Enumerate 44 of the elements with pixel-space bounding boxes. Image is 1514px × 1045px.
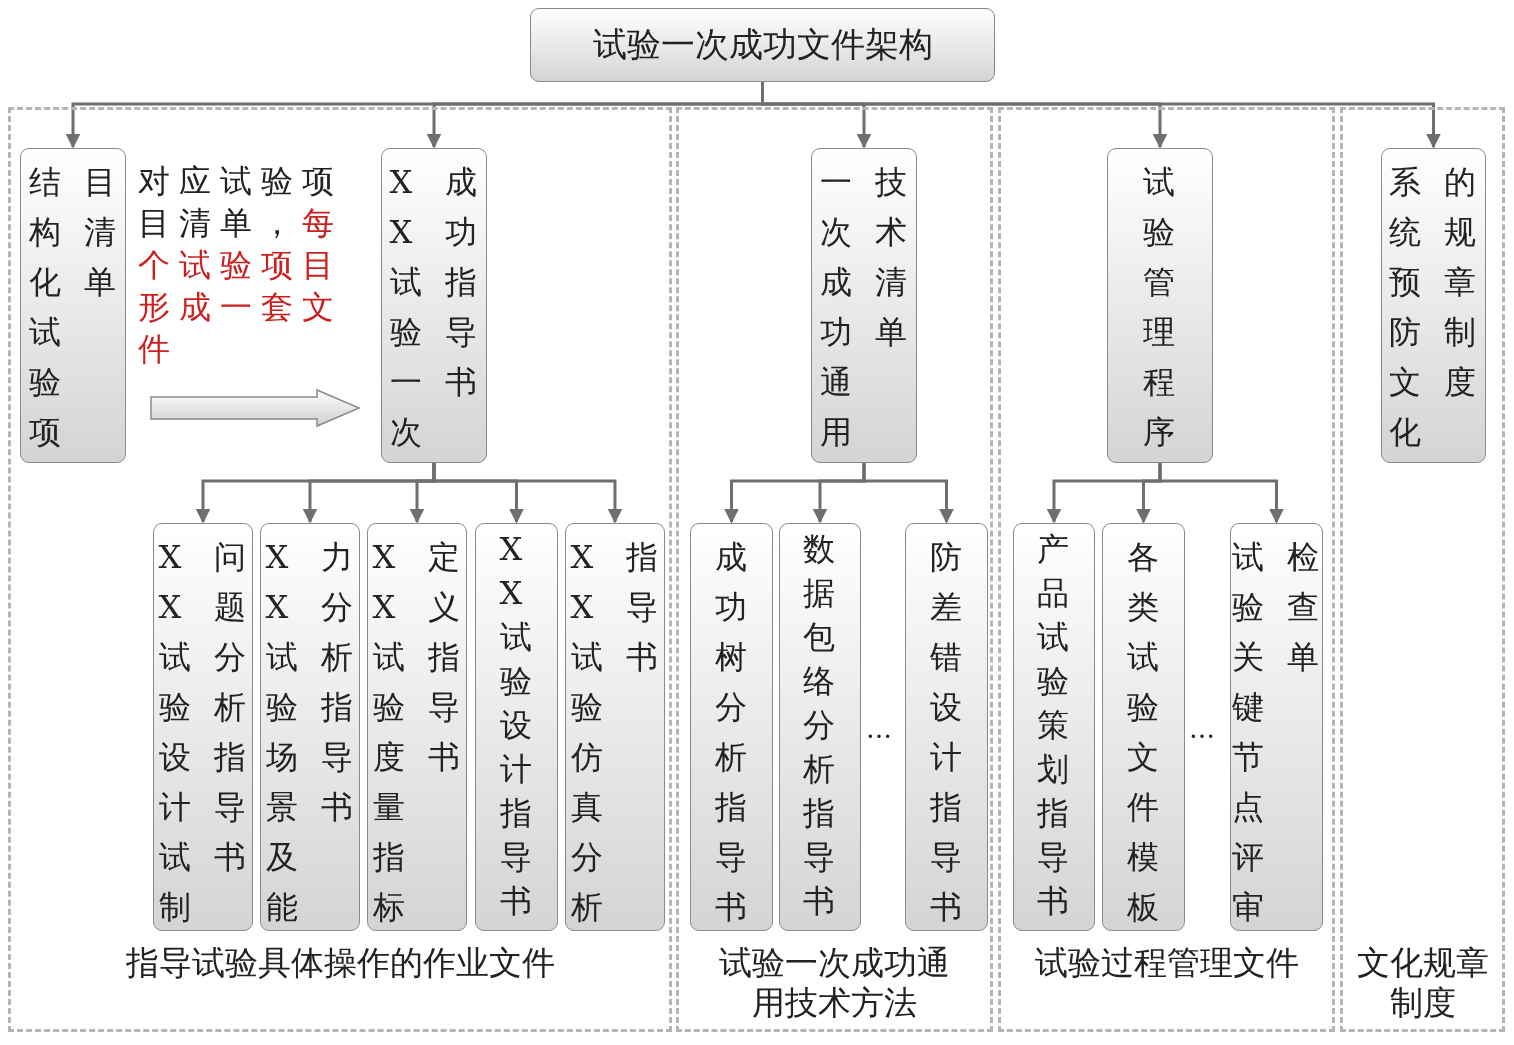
- dashed-group-region: [8, 107, 672, 1032]
- document-box: [381, 148, 487, 463]
- document-box: [905, 523, 988, 931]
- vertical-text: XX试验一次成功指导书: [389, 162, 478, 453]
- document-box: [1102, 523, 1185, 931]
- vertical-text: 产品试验策划指导书: [1037, 529, 1070, 922]
- title-text: 试验一次成功文件架构: [591, 23, 934, 66]
- dashed-group-region: [676, 107, 993, 1032]
- group-label: 指导试验具体操作的作业文件: [124, 943, 556, 983]
- group-label: 文化规章制度: [1355, 943, 1490, 1023]
- vertical-text: XX试验设计试制问题分析指导书: [158, 537, 247, 928]
- vertical-text: 一次成功通用技术清单: [819, 162, 908, 453]
- document-box: [475, 523, 558, 931]
- annotation-text: 对应试验项目清单，每个试验项目形成一套文件: [138, 161, 344, 370]
- vertical-text: XX试验场景及能力分析指导书: [265, 537, 354, 928]
- vertical-text: 成功树分析指导书: [714, 537, 748, 928]
- vertical-text: 各类试验文件模板: [1126, 537, 1160, 928]
- dashed-group-region: [998, 107, 1335, 1032]
- document-box: [1107, 148, 1213, 463]
- vertical-text: 系统预防文化的规章制度: [1389, 162, 1477, 453]
- ellipsis-text: …: [1189, 713, 1215, 746]
- arrow: [862, 463, 954, 524]
- ellipsis-text: …: [866, 713, 892, 746]
- group-label: 试验一次成功通用技术方法: [718, 943, 951, 1023]
- vertical-text: 防差错设计指导书: [929, 537, 963, 928]
- vertical-text: 试验关键节点评审检查单: [1232, 537, 1320, 928]
- document-box: [690, 523, 773, 931]
- document-box: [20, 148, 126, 463]
- vertical-text: XX试验仿真分析指导书: [570, 537, 659, 928]
- document-box: [779, 523, 861, 931]
- vertical-text: 试验管理程序: [1143, 162, 1176, 453]
- group-label: 试验过程管理文件: [1033, 943, 1300, 983]
- root-box: [530, 8, 995, 82]
- arrow: [432, 463, 623, 524]
- vertical-text: XX试验设计指导书: [499, 529, 533, 922]
- vertical-text: 数据包络分析指导书: [803, 529, 836, 922]
- dashed-group-region: [1340, 107, 1505, 1032]
- document-box: [811, 148, 917, 463]
- arrow: [1158, 463, 1284, 524]
- block-arrow: [150, 388, 361, 428]
- document-box: [1381, 148, 1486, 463]
- document-box: [1013, 523, 1095, 931]
- vertical-text: XX试验度量指标定义指导书: [372, 537, 461, 928]
- vertical-text: 结构化试验项目清单: [28, 162, 117, 453]
